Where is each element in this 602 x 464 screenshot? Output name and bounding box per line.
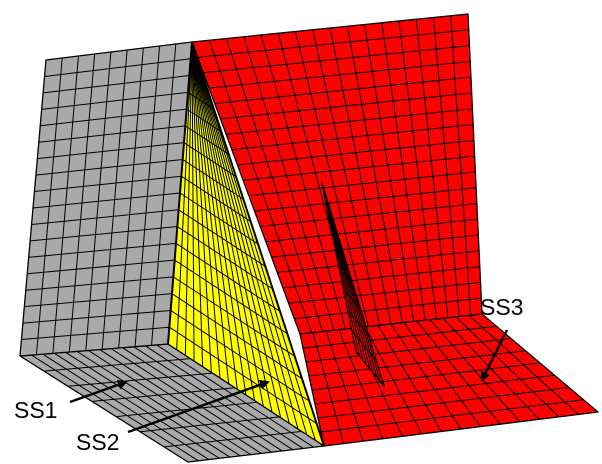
- ss1-arrow: [69, 379, 128, 404]
- ss2-wedge-grid-line: [169, 326, 317, 424]
- ss1-wall-grid-line: [27, 259, 175, 275]
- ss3-back-wall-grid-line: [312, 29, 381, 326]
- ss1-label: SS1: [14, 397, 57, 423]
- ss1-floor-grid-line: [65, 351, 231, 458]
- ss3-floor-grid-line: [314, 374, 555, 405]
- ss1-floor-grid-line: [163, 430, 302, 448]
- ss3-floor-grid-line: [317, 387, 570, 419]
- ss1-wall-grid-line: [44, 58, 191, 77]
- ss3-floor-grid-line: [305, 338, 512, 363]
- callouts: SS1 SS2 SS3: [14, 294, 523, 455]
- ss3-back-wall-grid-line: [208, 40, 312, 333]
- ss1-floor-grid-line: [67, 372, 213, 387]
- ss3-back-wall-grid-line: [237, 139, 474, 166]
- ss3-floor-grid-line: [320, 399, 584, 433]
- ss1-ss2-edge: [167, 41, 193, 345]
- ss3-floor-grid-line: [302, 325, 497, 349]
- ss1-wall-grid-line: [34, 175, 182, 193]
- ss2-label: SS2: [76, 429, 119, 455]
- ss1-floor-grid-line: [139, 416, 280, 433]
- ss1-wall-grid-line: [25, 276, 174, 291]
- ss1-floor-grid-line: [99, 349, 262, 454]
- ss3-floor-grid-line: [308, 350, 526, 377]
- ss1-floor-grid-line: [133, 346, 293, 451]
- ss3-fin-grid-line: [351, 330, 377, 361]
- ss1-wall-grid-line: [32, 192, 181, 209]
- ss3-back-wall-grid-line: [415, 19, 449, 318]
- ss1-wall-grid-line: [40, 108, 187, 127]
- ss1-floor-grid-line: [115, 401, 258, 418]
- ss3-back-wall-grid-line: [381, 22, 426, 321]
- ss3-back-wall-grid-line: [433, 17, 460, 317]
- ss1-floor-grid-line: [76, 350, 241, 457]
- ss3-back-wall-grid-line: [329, 27, 392, 325]
- ss3-back-wall-grid-line: [271, 234, 479, 258]
- ss3-floor-surface: [299, 313, 599, 447]
- ss1-floor-grid-line: [53, 352, 220, 459]
- ss1-wall-grid-line: [22, 309, 171, 324]
- ss3-back-wall-grid-line: [288, 281, 481, 304]
- ss3-back-wall-grid-line: [265, 218, 478, 243]
- ss1-floor-grid-line: [156, 344, 314, 448]
- ss3-back-wall-grid-line: [260, 34, 346, 330]
- ss3-back-wall-grid-line: [209, 60, 471, 89]
- ss1-floor-grid-line: [42, 353, 210, 460]
- ss3-back-wall-grid-line: [277, 250, 480, 274]
- ss3-back-wall-grid-line: [231, 124, 474, 151]
- ss1-wall-grid-line: [41, 91, 189, 110]
- ss3-back-wall-grid-line: [254, 187, 477, 212]
- ss2-wedge-grid-line: [191, 41, 308, 435]
- ss3-back-wall-grid-line: [197, 29, 469, 58]
- ss1-floor-grid-line: [31, 354, 199, 462]
- ss3-fin-grid-line: [347, 309, 369, 336]
- ss3-back-wall-grid-line: [364, 24, 415, 322]
- ss3-back-wall-grid-line: [226, 38, 324, 332]
- ss1-wall-grid-line: [35, 158, 183, 176]
- ss3-label: SS3: [480, 294, 523, 320]
- ss1-wall-grid-line: [31, 209, 179, 225]
- ss3-back-wall-grid-line: [243, 36, 335, 331]
- ss3-back-wall-grid-line: [248, 171, 476, 197]
- ss1-floor-grid-line: [122, 347, 283, 452]
- ss1-floor-grid-line: [110, 348, 272, 453]
- ss3-back-wall-grid-line: [282, 266, 480, 289]
- mesh-surfaces: [19, 13, 599, 463]
- ss3-back-wall-grid-line: [450, 15, 472, 316]
- ss1-floor-grid-line: [91, 387, 235, 402]
- ss3-back-wall-grid-line: [295, 31, 369, 327]
- ss3-arrow: [480, 329, 509, 382]
- ss1-wall-grid-line: [30, 226, 178, 242]
- ss2-wedge-grid-line: [191, 41, 316, 441]
- ss1-wall-grid-line: [37, 142, 185, 160]
- ss3-back-wall-grid-line: [243, 155, 475, 181]
- ss2-wedge-grid-line: [170, 310, 310, 402]
- ss3-back-wall-grid-line: [260, 202, 477, 227]
- ss3-back-wall-grid-line: [203, 45, 470, 74]
- ss3-back-wall-grid-line: [220, 92, 472, 120]
- ss3-back-wall-grid-line: [294, 297, 482, 320]
- ss1-wall-grid-line: [38, 125, 186, 143]
- ss3-floor-grid-line: [311, 362, 541, 391]
- ss1-wall-grid-line: [28, 242, 177, 258]
- ss2-ss3-edge: [191, 41, 325, 447]
- ss3-fin-grid-line: [321, 182, 381, 382]
- ss3-back-wall-grid-line: [346, 26, 403, 323]
- ss1-floor-grid-line: [43, 358, 191, 372]
- ss1-wall-grid-line: [24, 293, 173, 308]
- ss1-floor-grid-line: [88, 350, 252, 456]
- ss1-wall-grid-line: [43, 75, 190, 94]
- ss3-back-wall-grid-line: [398, 20, 437, 320]
- ss1-wall-grid-line: [21, 326, 170, 341]
- ss3-back-wall-grid-line: [214, 76, 471, 104]
- ss2-arrow: [127, 379, 270, 434]
- ss3-back-wall-grid-line: [226, 108, 473, 135]
- ss2-wedge-grid-line: [191, 41, 299, 430]
